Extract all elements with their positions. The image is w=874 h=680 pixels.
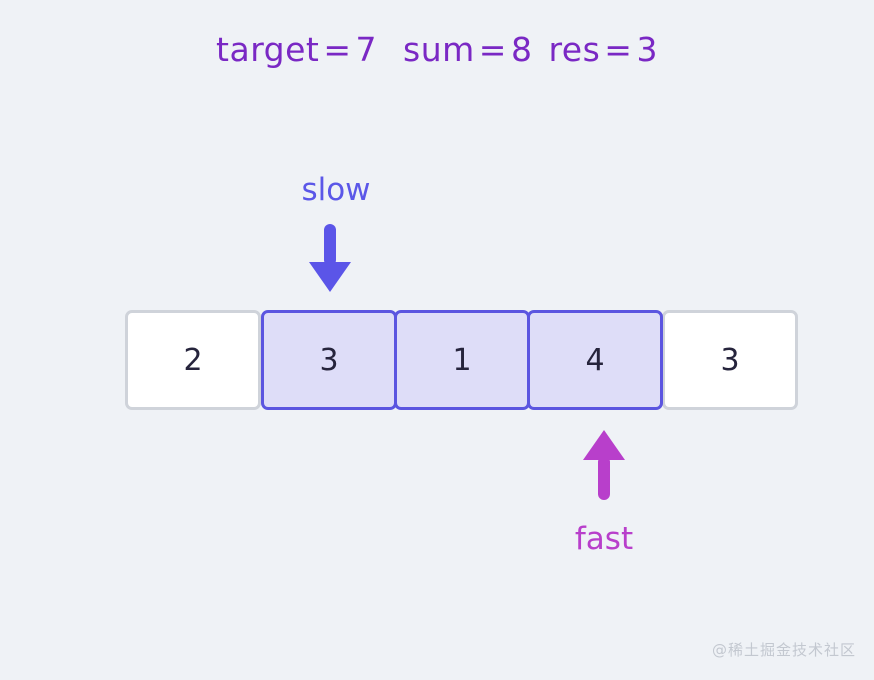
fast-pointer-label: fast: [574, 521, 634, 557]
fast-pointer-arrow-up-icon: [580, 428, 628, 504]
state-target-equals: =: [323, 30, 352, 69]
array-cell-0[interactable]: 2: [125, 310, 261, 410]
state-res-equals: =: [604, 30, 633, 69]
array-cell-1-value: 3: [319, 342, 339, 378]
array-row: 2 3 1 4 3: [125, 310, 798, 410]
state-res-name: res: [548, 30, 601, 69]
state-sum-name: sum: [403, 30, 475, 69]
array-cell-1[interactable]: 3: [261, 310, 397, 410]
array-cell-3[interactable]: 4: [527, 310, 663, 410]
array-cell-4[interactable]: 3: [662, 310, 798, 410]
array-cell-0-value: 2: [183, 342, 203, 378]
state-target-name: target: [216, 30, 320, 69]
state-target: target=7: [216, 30, 377, 69]
watermark-text: @稀土掘金技术社区: [711, 641, 856, 659]
array-cell-2[interactable]: 1: [394, 310, 530, 410]
state-sum-value: 8: [510, 30, 533, 69]
state-sum-equals: =: [478, 30, 507, 69]
slow-pointer-label: slow: [301, 172, 371, 208]
slow-pointer-arrow-down-icon: [306, 224, 354, 298]
array-cell-3-value: 4: [585, 342, 605, 378]
array-cell-4-value: 3: [720, 342, 740, 378]
state-target-value: 7: [355, 30, 378, 69]
state-res: res=3: [548, 30, 658, 69]
state-res-value: 3: [636, 30, 658, 69]
state-sum: sum=8: [403, 30, 532, 69]
array-cell-2-value: 1: [452, 342, 472, 378]
